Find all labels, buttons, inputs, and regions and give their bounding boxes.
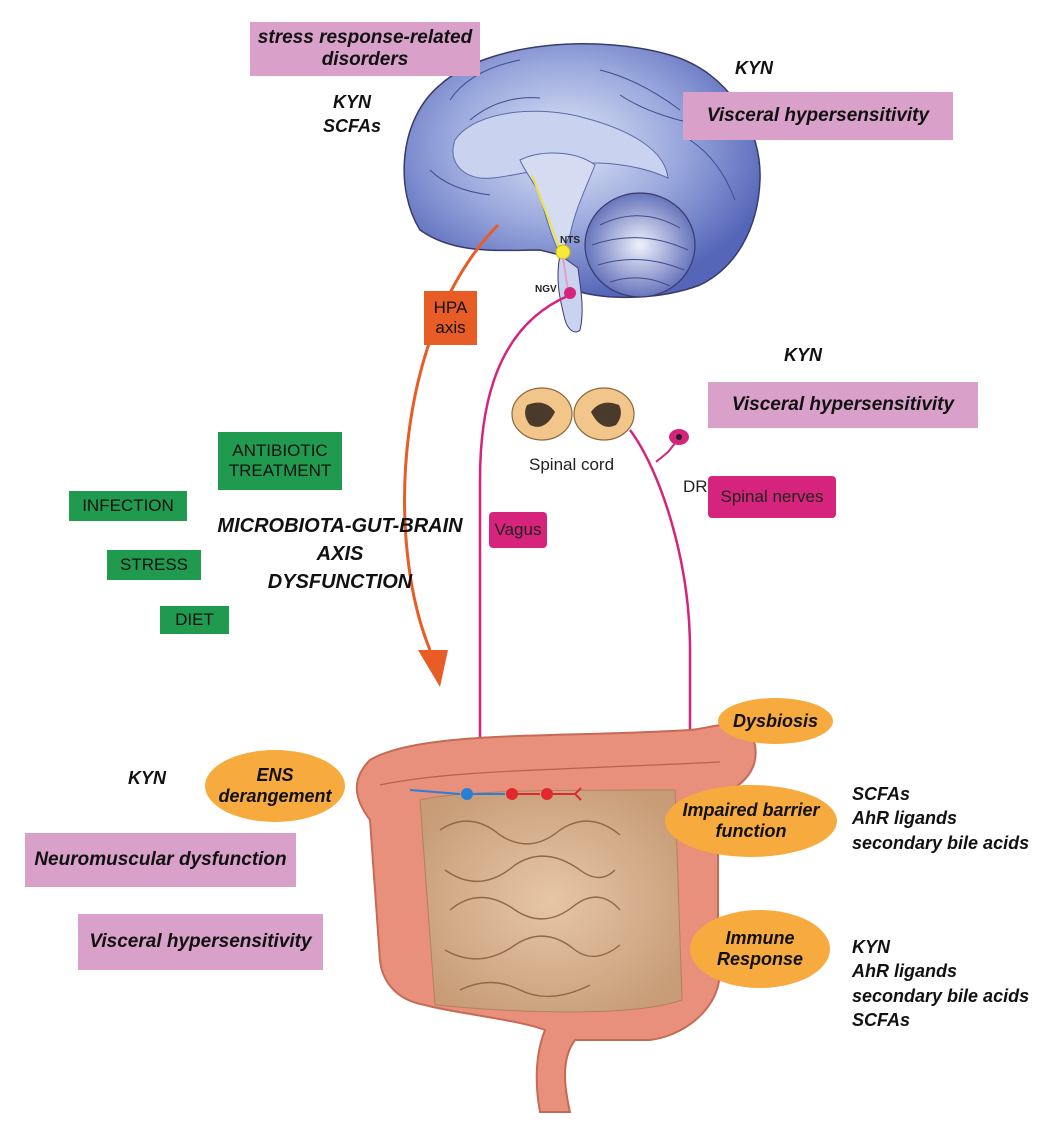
- immune-metabolite-3: secondary bile acids: [852, 985, 1030, 1006]
- brain-metabolites: KYN SCFAs: [323, 90, 381, 139]
- nts-label: NTS: [560, 235, 580, 246]
- diet-box: DIET: [160, 606, 229, 634]
- drg-branch: [655, 441, 677, 463]
- gut-illustration: [355, 723, 757, 1113]
- kyn-top-right: KYN: [735, 58, 774, 78]
- visceral-hypersensitivity-spinal: Visceral hypersensitivity: [708, 382, 978, 428]
- spinal-nerve-line: [628, 429, 692, 740]
- main-title: MICROBIOTA-GUT-BRAIN AXIS DYSFUNCTION: [215, 512, 465, 596]
- kyn-left: KYN: [128, 768, 167, 788]
- infection-box: INFECTION: [69, 491, 187, 521]
- spinal-cord-label: Spinal cord: [529, 455, 615, 474]
- barrier-metabolites: SCFAs AhR ligands secondary bile acids: [852, 782, 1029, 855]
- immune-metabolite-2: AhR ligands: [852, 961, 958, 982]
- kyn-spinal: KYN: [784, 345, 823, 365]
- impaired-barrier-ellipse: Impaired barrier function: [665, 785, 837, 857]
- main-title-line-3: DYSFUNCTION: [267, 571, 413, 593]
- immune-metabolite-4: SCFAs: [852, 1009, 911, 1030]
- main-title-line-2: AXIS: [316, 543, 364, 565]
- vagus-box: Vagus: [489, 512, 547, 548]
- ens-derangement-ellipse: ENS derangement: [205, 750, 345, 822]
- spinal-cord-illustration: [511, 387, 635, 441]
- immune-metabolites: KYN AhR ligands secondary bile acids SCF…: [852, 935, 1029, 1032]
- barrier-metabolite-3: secondary bile acids: [852, 832, 1030, 853]
- dysbiosis-ellipse: Dysbiosis: [718, 698, 833, 744]
- barrier-metabolite-1: SCFAs: [852, 784, 911, 804]
- visceral-hypersensitivity-top: Visceral hypersensitivity: [683, 92, 953, 140]
- immune-metabolite-1: KYN: [852, 937, 891, 957]
- brain-metabolite-scfas: SCFAs: [323, 116, 382, 137]
- hpa-axis-box: HPA axis: [424, 291, 477, 345]
- visceral-hypersensitivity-left: Visceral hypersensitivity: [78, 914, 323, 970]
- immune-response-ellipse: Immune Response: [690, 910, 830, 988]
- brain-metabolite-kyn: KYN: [333, 92, 372, 112]
- hpa-axis-arrow: [403, 223, 500, 651]
- stress-box: STRESS: [107, 550, 201, 580]
- antibiotic-treatment-box: ANTIBIOTIC TREATMENT: [218, 432, 342, 490]
- vagus-nerve-line: [478, 293, 571, 750]
- neuromuscular-dysfunction-box: Neuromuscular dysfunction: [25, 833, 296, 887]
- spinal-nerves-box: Spinal nerves: [708, 476, 836, 518]
- main-title-line-1: MICROBIOTA-GUT-BRAIN: [217, 515, 463, 537]
- brain-illustration: [403, 43, 761, 333]
- barrier-metabolite-2: AhR ligands: [852, 808, 958, 829]
- stress-disorders-box: stress response-related disorders: [250, 22, 480, 76]
- ngv-label: NGV: [535, 284, 557, 295]
- hpa-arrowhead: [418, 650, 448, 687]
